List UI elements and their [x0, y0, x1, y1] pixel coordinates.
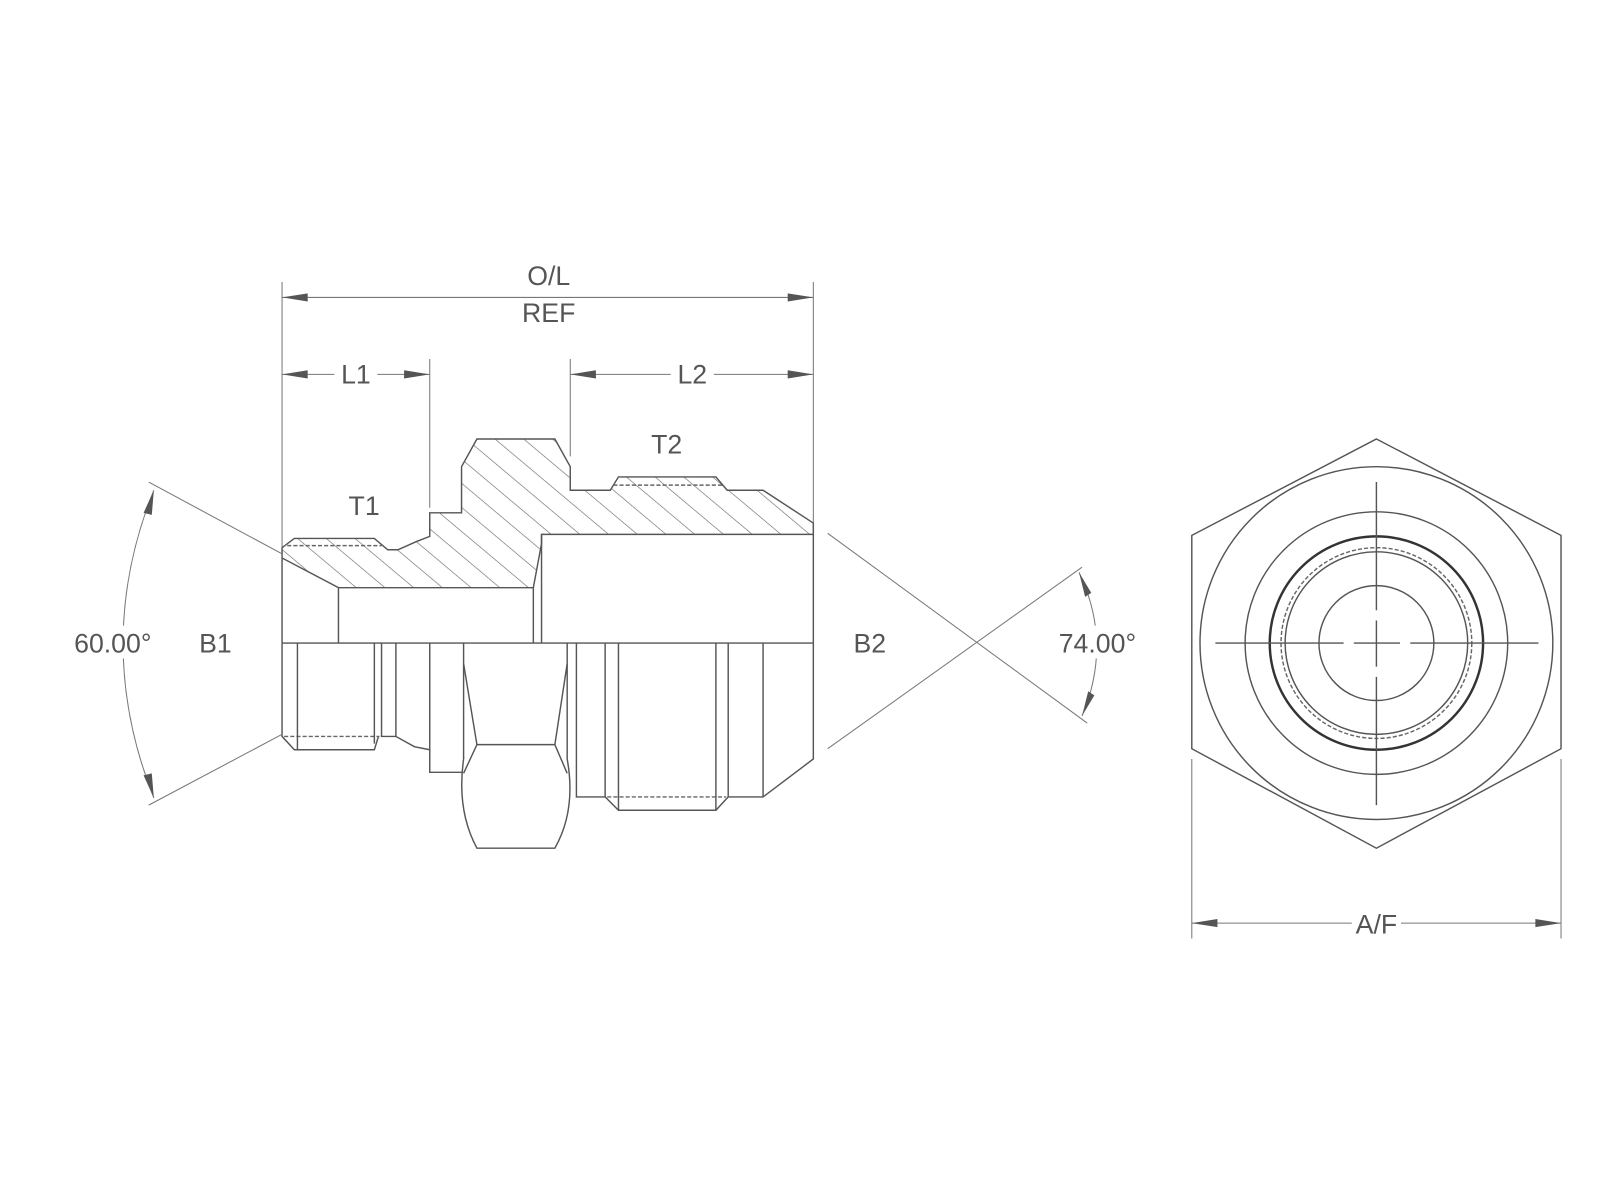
- length1-dimension: L1: [282, 358, 431, 508]
- angle1-label: 60.00°: [74, 628, 151, 658]
- length2-dimension: L2: [569, 358, 814, 457]
- center-mark-icon: [1215, 482, 1539, 806]
- overall-length-dimension: O/L REF: [281, 261, 814, 554]
- length2-label: L2: [677, 360, 707, 390]
- across-flats-label: A/F: [1356, 909, 1397, 939]
- thread1-label: T1: [349, 491, 380, 521]
- angle1-dimension: 60.00° B1: [61, 481, 283, 806]
- overall-length-label: O/L: [527, 261, 570, 291]
- overall-length-note: REF: [522, 298, 575, 328]
- length1-label: L1: [341, 360, 371, 390]
- end-view: [1191, 438, 1562, 850]
- external-view-lower: [281, 643, 815, 849]
- thread2-label: T2: [651, 429, 682, 459]
- angle2-label: 74.00°: [1059, 628, 1136, 658]
- section-view-upper: T1 T2: [281, 429, 815, 644]
- bore1-label: B1: [199, 628, 232, 658]
- hex-outline: [1191, 438, 1562, 850]
- across-flats-dimension: A/F: [1191, 758, 1562, 939]
- bore2-label: B2: [853, 628, 886, 658]
- angle2-dimension: 74.00° B2: [827, 532, 1149, 750]
